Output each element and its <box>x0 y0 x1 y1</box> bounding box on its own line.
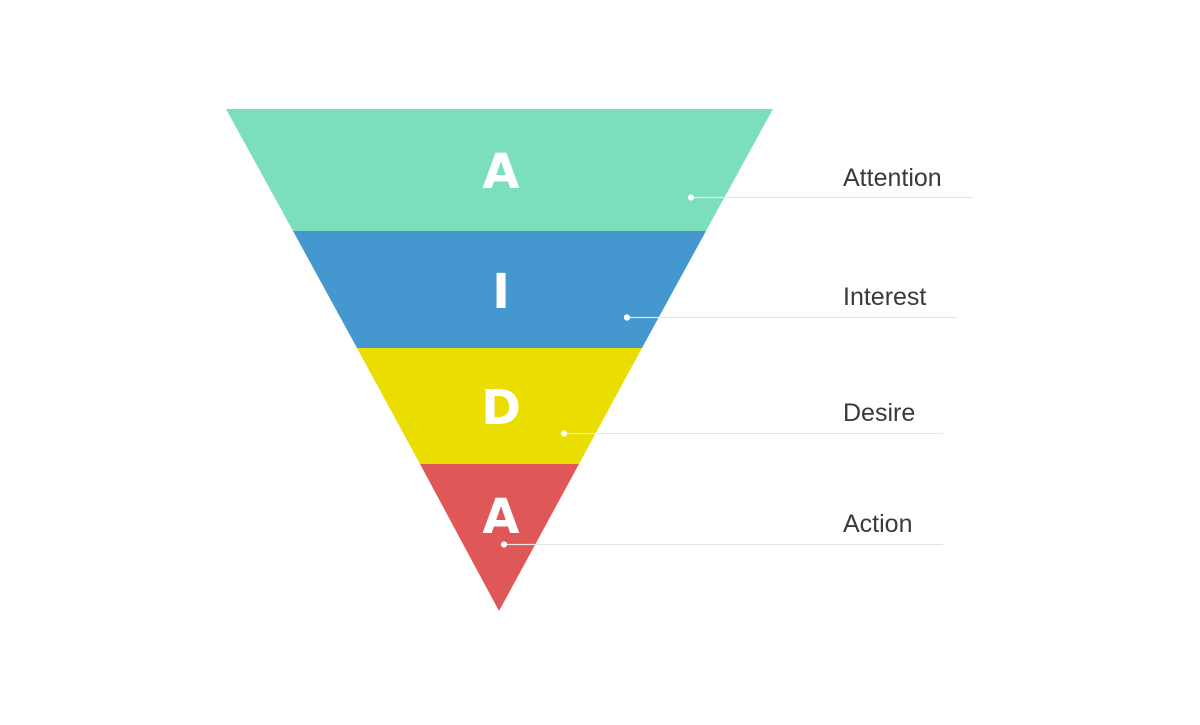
stage-label-interest: Interest <box>843 283 926 311</box>
stage-label-desire: Desire <box>843 399 915 427</box>
stage-letter-desire: D <box>481 380 521 436</box>
funnel-stage-interest: I Interest <box>293 231 957 348</box>
funnel-band-action <box>420 464 579 611</box>
stage-label-attention: Attention <box>843 164 942 192</box>
funnel-band-interest <box>293 231 706 348</box>
stage-letter-action: A <box>482 489 519 545</box>
leader-dot-attention <box>687 194 695 201</box>
funnel-stage-action: A Action <box>420 464 943 611</box>
leader-dot-interest <box>623 314 631 321</box>
stage-letter-attention: A <box>482 144 519 200</box>
funnel-band-attention <box>226 109 773 231</box>
stage-letter-interest: I <box>492 264 510 320</box>
funnel-stage-desire: D Desire <box>357 348 943 464</box>
stage-label-action: Action <box>843 510 912 538</box>
funnel-stage-attention: A Attention <box>226 109 973 231</box>
leader-dot-action <box>500 541 508 548</box>
funnel-band-desire <box>357 348 642 464</box>
leader-dot-desire <box>560 430 568 437</box>
